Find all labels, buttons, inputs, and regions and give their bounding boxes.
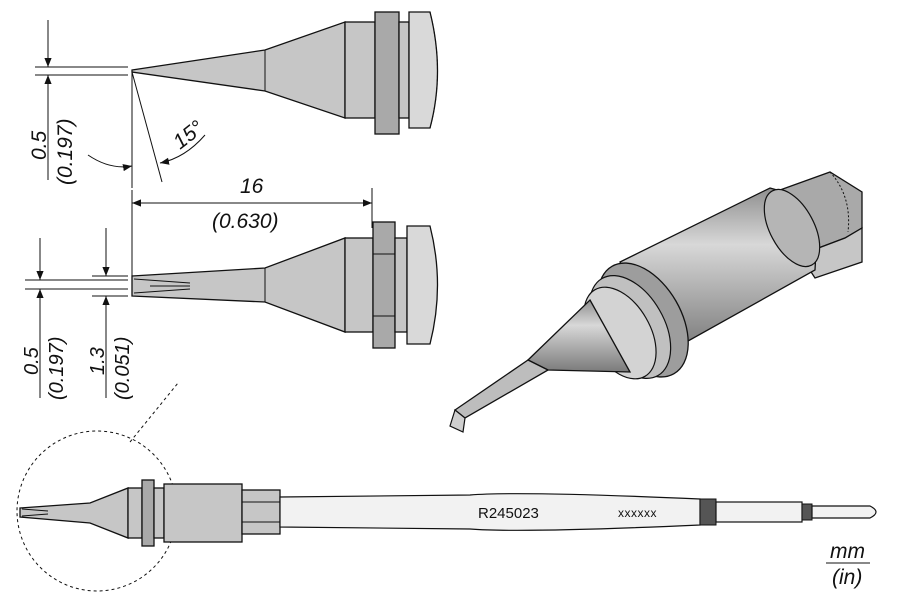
tip-thickness-in: (0.197) bbox=[46, 337, 68, 400]
top-thickness-in: (0.197) bbox=[54, 118, 77, 185]
unit-mm: mm bbox=[830, 540, 865, 563]
side-view: 16 (0.630) 0.5 (0.197) bbox=[21, 175, 439, 400]
perspective-view bbox=[449, 171, 863, 433]
angle-label: 15° bbox=[169, 116, 208, 154]
length-in: (0.630) bbox=[212, 210, 279, 233]
tip-width-mm: 1.3 bbox=[87, 347, 109, 375]
top-thickness-dimension: 0.5 (0.197) bbox=[28, 20, 128, 185]
unit-legend: mm (in) bbox=[826, 540, 870, 589]
tip-thickness-mm: 0.5 bbox=[21, 346, 43, 375]
part-number: R245023 bbox=[478, 505, 539, 522]
batch-code: xxxxxx bbox=[618, 506, 657, 520]
angle-dimension: 15° bbox=[87, 71, 208, 188]
tip-width-in: (0.051) bbox=[112, 337, 134, 400]
full-cartridge: R245023 xxxxxx bbox=[16, 382, 877, 592]
length-mm: 16 bbox=[240, 175, 264, 198]
top-view: 0.5 (0.197) 15° bbox=[28, 11, 439, 188]
length-dimension: 16 (0.630) bbox=[131, 175, 373, 292]
tip-width-dimension: 1.3 (0.051) bbox=[87, 228, 134, 400]
tip-thickness-dimension: 0.5 (0.197) bbox=[21, 238, 128, 400]
unit-in: (in) bbox=[832, 566, 862, 589]
top-thickness-mm: 0.5 bbox=[28, 130, 51, 160]
